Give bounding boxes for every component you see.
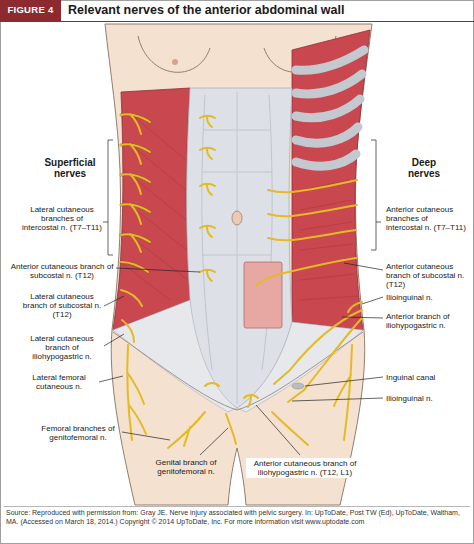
figure-number: FIGURE 4 xyxy=(0,0,61,20)
nerve-label: Lateral cutaneous branch of subcostal n.… xyxy=(22,292,102,319)
section-heading: Deep nerves xyxy=(398,157,450,179)
nerve-label: Inguinal canal xyxy=(386,373,466,382)
source-note: Source: Reproduced with permission from:… xyxy=(6,509,468,526)
nerve-label: Anterior cutaneous branch of iliohypogas… xyxy=(246,458,364,478)
figure-title: Relevant nerves of the anterior abdomina… xyxy=(68,3,344,18)
nerve-label: Anterior branch of iliohypogastric n. xyxy=(386,312,466,330)
nerve-label: Lateral femoral cutaneous n. xyxy=(20,373,98,391)
nerve-label: Genital branch of genitofemoral n. xyxy=(140,458,232,476)
nerve-label: Femoral branches of genitofemoral n. xyxy=(36,424,120,442)
nerve-label: Anterior cutaneous branch of subcostal n… xyxy=(386,262,466,289)
nerve-label: Lateral cutaneous branch of iliohypogast… xyxy=(22,334,102,361)
nerve-label: Anterior cutaneous branches of intercost… xyxy=(386,205,466,232)
figure-tag: FIGURE 4 xyxy=(0,0,61,21)
section-heading: Superficial nerves xyxy=(30,157,110,179)
nerve-label: Lateral cutaneous branches of intercosta… xyxy=(22,205,102,232)
nerve-label: Ilioinguinal n. xyxy=(386,293,466,302)
nerve-label: Anterior cutaneous branch of subcostal n… xyxy=(8,262,116,280)
nerve-label: Ilioinguinal n. xyxy=(386,394,466,403)
